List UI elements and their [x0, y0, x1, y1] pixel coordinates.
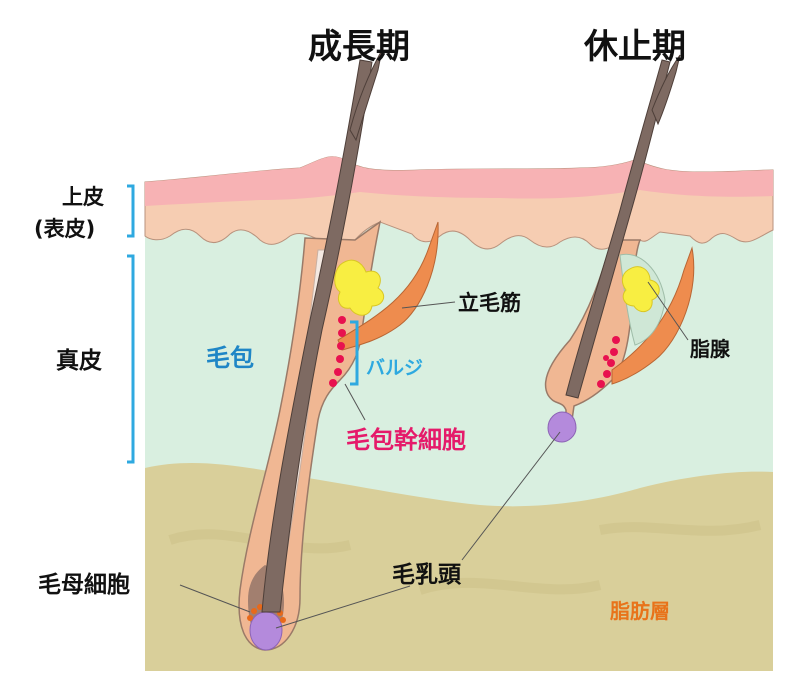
label-arrector-pili: 立毛筋: [458, 291, 521, 315]
telogen-stem-cells: [597, 336, 620, 388]
anagen-arrector-pili: [337, 221, 439, 351]
label-epidermis-2: (表皮): [34, 217, 95, 241]
telogen-hair-split: [651, 54, 681, 126]
label-epidermis-1: 上皮: [62, 185, 104, 209]
label-stem-cells: 毛包幹細胞: [346, 426, 466, 454]
dermal-papilla-anagen: [249, 611, 283, 651]
bulge-bracket: [350, 320, 359, 386]
anagen-stem-cells: [329, 316, 346, 387]
telogen-hair-shaft: [565, 59, 671, 399]
anagen-sebaceous-gland: [334, 259, 385, 316]
label-bulge: バルジ: [366, 357, 423, 379]
anagen-hair-shaft: [261, 59, 373, 613]
epidermis-bracket: [127, 184, 135, 238]
label-matrix-cells: 毛母細胞: [38, 571, 130, 598]
label-sebaceous-gland: 脂腺: [690, 337, 731, 361]
heading-anagen: 成長期: [308, 27, 410, 67]
heading-telogen: 休止期: [583, 27, 686, 67]
label-dermal-papilla: 毛乳頭: [392, 561, 462, 588]
label-dermis: 真皮: [56, 347, 102, 374]
epidermis-top-band: [145, 156, 773, 206]
dermal-papilla-telogen: [547, 411, 577, 443]
leader-lines: [179, 281, 689, 629]
dermis-bracket: [127, 254, 135, 464]
anagen-hair-split: [349, 49, 383, 142]
telogen-sebaceous-gland: [621, 266, 660, 313]
label-fat-layer: 脂肪層: [610, 599, 670, 623]
label-follicle: 毛包: [206, 344, 254, 372]
